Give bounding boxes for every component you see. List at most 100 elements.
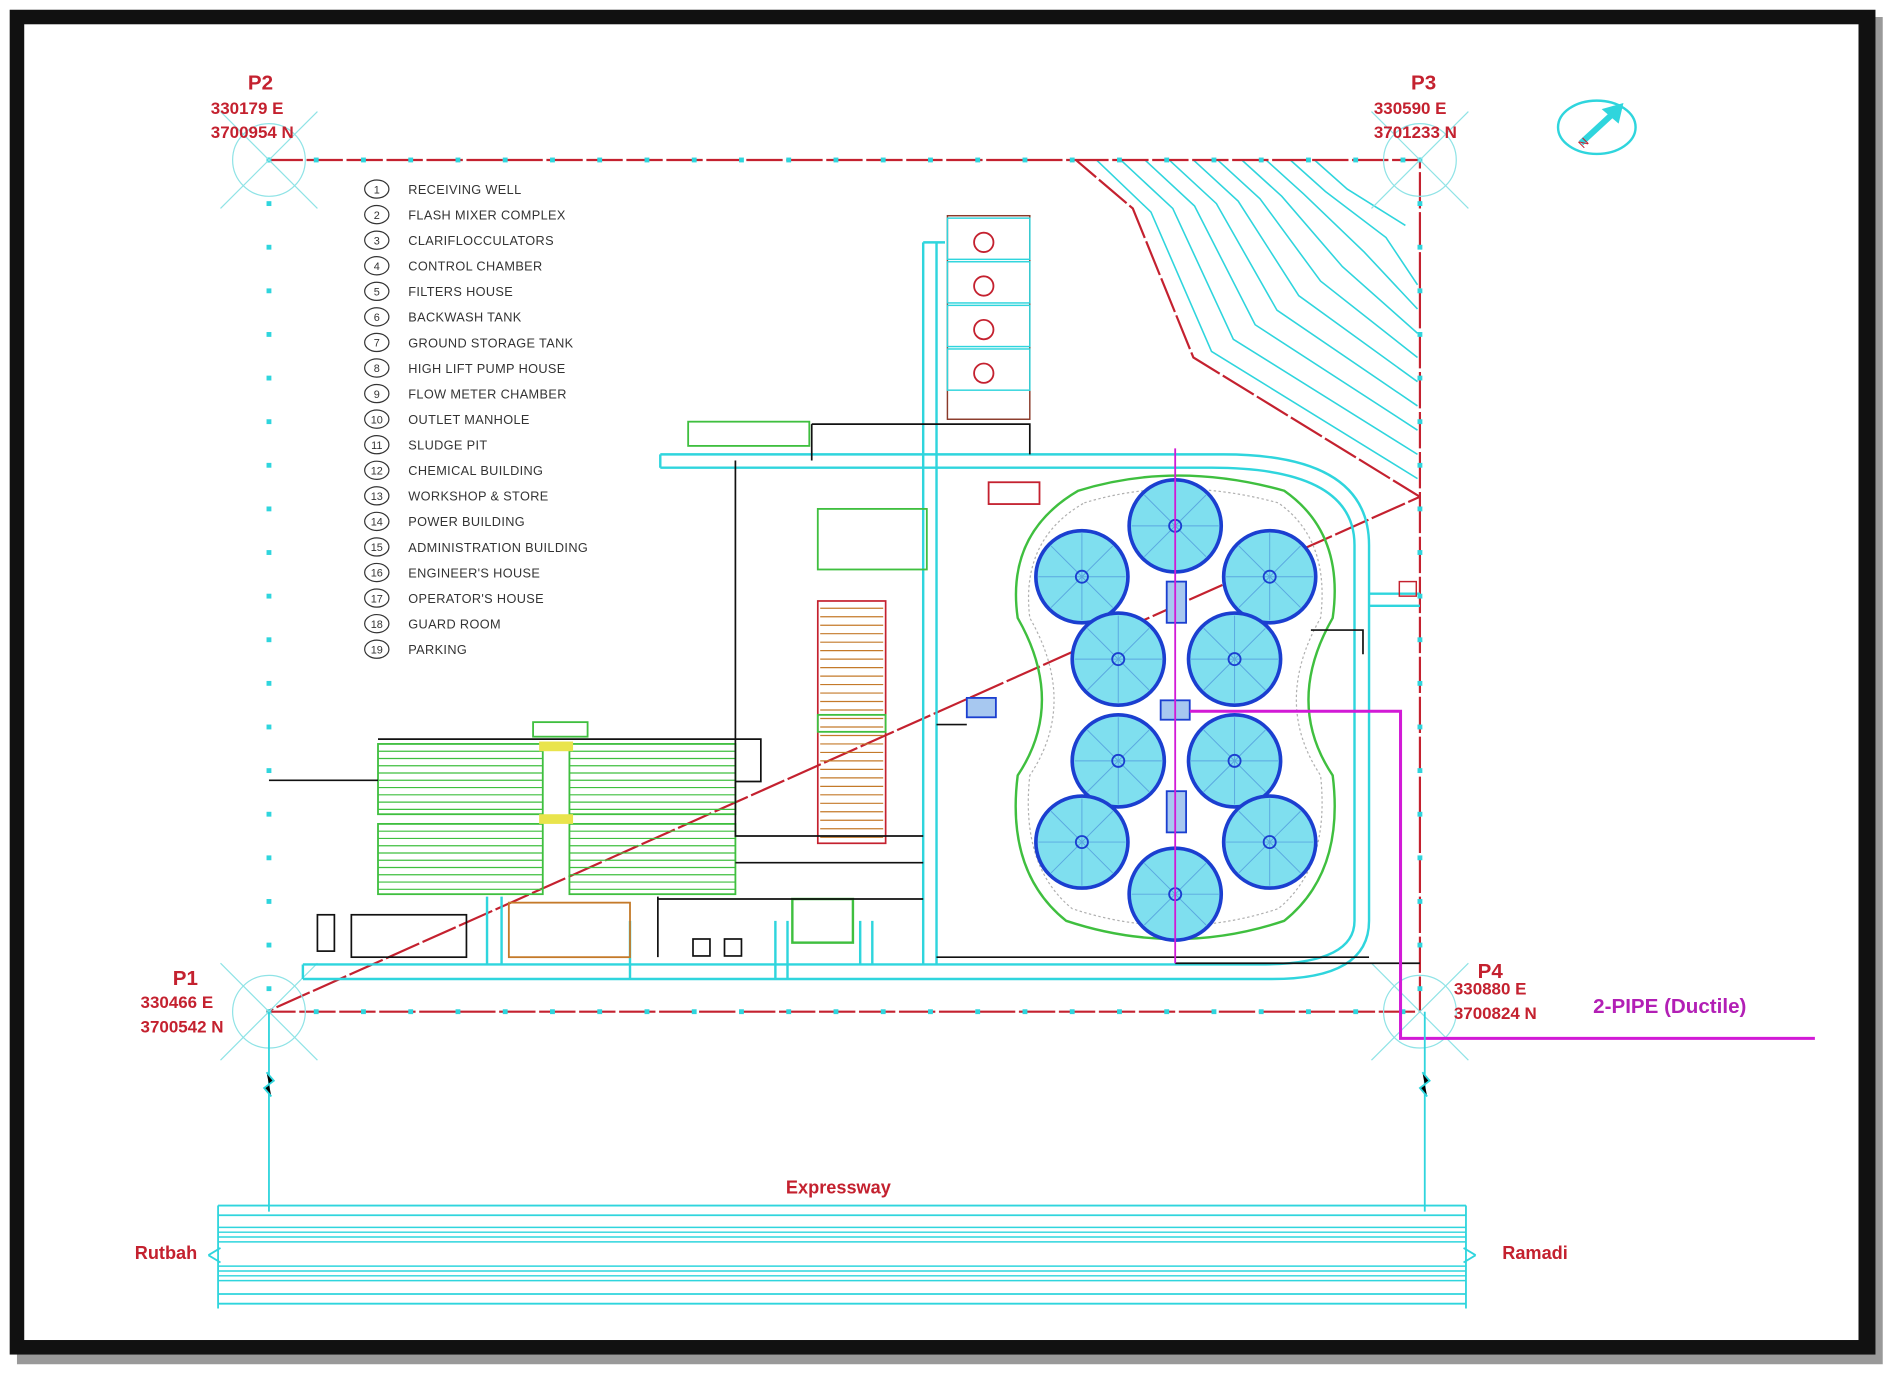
legend-item: 17 OPERATOR'S HOUSE: [364, 588, 544, 608]
legend-number-circle: [364, 230, 390, 250]
legend-number-circle: [364, 358, 390, 378]
clarifier-tank: [1221, 794, 1318, 890]
p1-north: 3700542 N: [141, 1017, 224, 1036]
legend-number-circle: [364, 256, 390, 276]
legend-number-circle: [364, 179, 390, 199]
legend-label: BACKWASH TANK: [408, 310, 521, 325]
legend-number-circle: [364, 409, 390, 429]
legend-number: 1: [374, 184, 380, 196]
legend-label: WORKSHOP & STORE: [408, 489, 548, 504]
intake-structures: [946, 214, 1031, 420]
legend-label: CHEMICAL BUILDING: [408, 463, 543, 478]
legend-number: 12: [371, 465, 383, 477]
legend-item: 12 CHEMICAL BUILDING: [364, 460, 543, 480]
clarifier-tank: [1186, 713, 1283, 809]
corner-markers: [220, 111, 1469, 1061]
pipelines: [268, 423, 1420, 965]
legend-item: 13 WORKSHOP & STORE: [364, 486, 548, 506]
p2-name: P2: [248, 72, 273, 95]
legend-label: SLUDGE PIT: [408, 438, 487, 453]
north-arrow-icon: N: [1556, 99, 1637, 156]
ramadi-label: Ramadi: [1502, 1243, 1568, 1263]
legend-label: OUTLET MANHOLE: [408, 412, 529, 427]
legend-number-circle: [364, 383, 390, 404]
legend-label: CONTROL CHAMBER: [408, 259, 542, 274]
legend-number: 5: [374, 287, 380, 299]
legend-number-circle: [364, 613, 390, 634]
ground-storage-tanks: [377, 721, 737, 896]
legend-label: PARKING: [408, 642, 467, 657]
legend-number-circle: [364, 204, 390, 225]
legend-item: 16 ENGINEER'S HOUSE: [364, 562, 540, 583]
p2-north: 3700954 N: [211, 123, 294, 142]
legend-number-circle: [364, 435, 390, 455]
clarifier-enclosure: [1014, 474, 1336, 941]
clarifier-tank: [1186, 611, 1283, 707]
legend-item: 6 BACKWASH TANK: [364, 307, 521, 327]
legend-label: GUARD ROOM: [408, 616, 501, 631]
clarifier-tank: [1034, 794, 1130, 890]
legend-label: FLASH MIXER COMPLEX: [408, 207, 566, 222]
p1-east: 330466 E: [141, 993, 214, 1012]
legend-number: 18: [371, 619, 383, 631]
legend-number-circle: [364, 588, 390, 608]
p4-north: 3700824 N: [1454, 1004, 1537, 1023]
buildings: [316, 420, 1418, 959]
legend-label: CLARIFLOCCULATORS: [408, 233, 554, 248]
legend-number-circle: [364, 460, 390, 480]
legend-number-circle: [364, 511, 390, 532]
legend-label: ENGINEER'S HOUSE: [408, 565, 540, 580]
ductile-pipe: [1174, 448, 1815, 1040]
legend-number-circle: [364, 562, 390, 583]
p1-name: P1: [173, 967, 198, 990]
legend-number-circle: [364, 537, 390, 557]
legend-item: 18 GUARD ROOM: [364, 613, 501, 634]
legend-number: 17: [371, 593, 383, 605]
legend-number: 16: [371, 568, 383, 580]
p3-name: P3: [1411, 72, 1436, 95]
filters-house: [816, 507, 928, 845]
p2-east: 330179 E: [211, 99, 284, 118]
pipe-label: 2-PIPE (Ductile): [1593, 995, 1746, 1018]
legend-number: 7: [374, 338, 380, 350]
legend-number-circle: [364, 307, 390, 327]
expressway-label: Expressway: [786, 1177, 891, 1197]
legend-label: HIGH LIFT PUMP HOUSE: [408, 361, 565, 376]
drawing-area: [24, 24, 1859, 1341]
legend-label: OPERATOR'S HOUSE: [408, 591, 544, 606]
internal-roads: [301, 241, 1420, 981]
legend-label: ADMINISTRATION BUILDING: [408, 540, 588, 555]
legend-number-circle: [364, 486, 390, 506]
clarifier-tank: [1034, 528, 1130, 625]
legend-number: 4: [374, 261, 380, 273]
legend-number-circle: [364, 281, 390, 302]
clarifier-enclosure-inner: [1027, 488, 1323, 927]
rutbah-label: Rutbah: [135, 1243, 198, 1263]
legend-item: 11 SLUDGE PIT: [364, 435, 487, 455]
p3-north: 3701233 N: [1374, 123, 1457, 142]
p3-east: 330590 E: [1374, 99, 1447, 118]
legend-item: 19 PARKING: [364, 639, 467, 659]
legend-number: 6: [374, 312, 380, 324]
clarifier-tank: [1070, 713, 1167, 809]
legend-item: 1 RECEIVING WELL: [364, 179, 521, 199]
clarifier-tank: [1070, 611, 1167, 707]
legend-number: 14: [371, 517, 383, 529]
legend-number: 11: [371, 440, 382, 452]
legend-number: 13: [371, 491, 383, 503]
legend-number: 8: [374, 363, 380, 375]
contour-lines: [1095, 159, 1419, 480]
legend-label: FLOW METER CHAMBER: [408, 386, 566, 401]
legend-number-circle: [364, 332, 390, 353]
legend-number: 3: [374, 235, 380, 247]
legend-number: 19: [371, 644, 383, 656]
legend-label: RECEIVING WELL: [408, 182, 521, 197]
